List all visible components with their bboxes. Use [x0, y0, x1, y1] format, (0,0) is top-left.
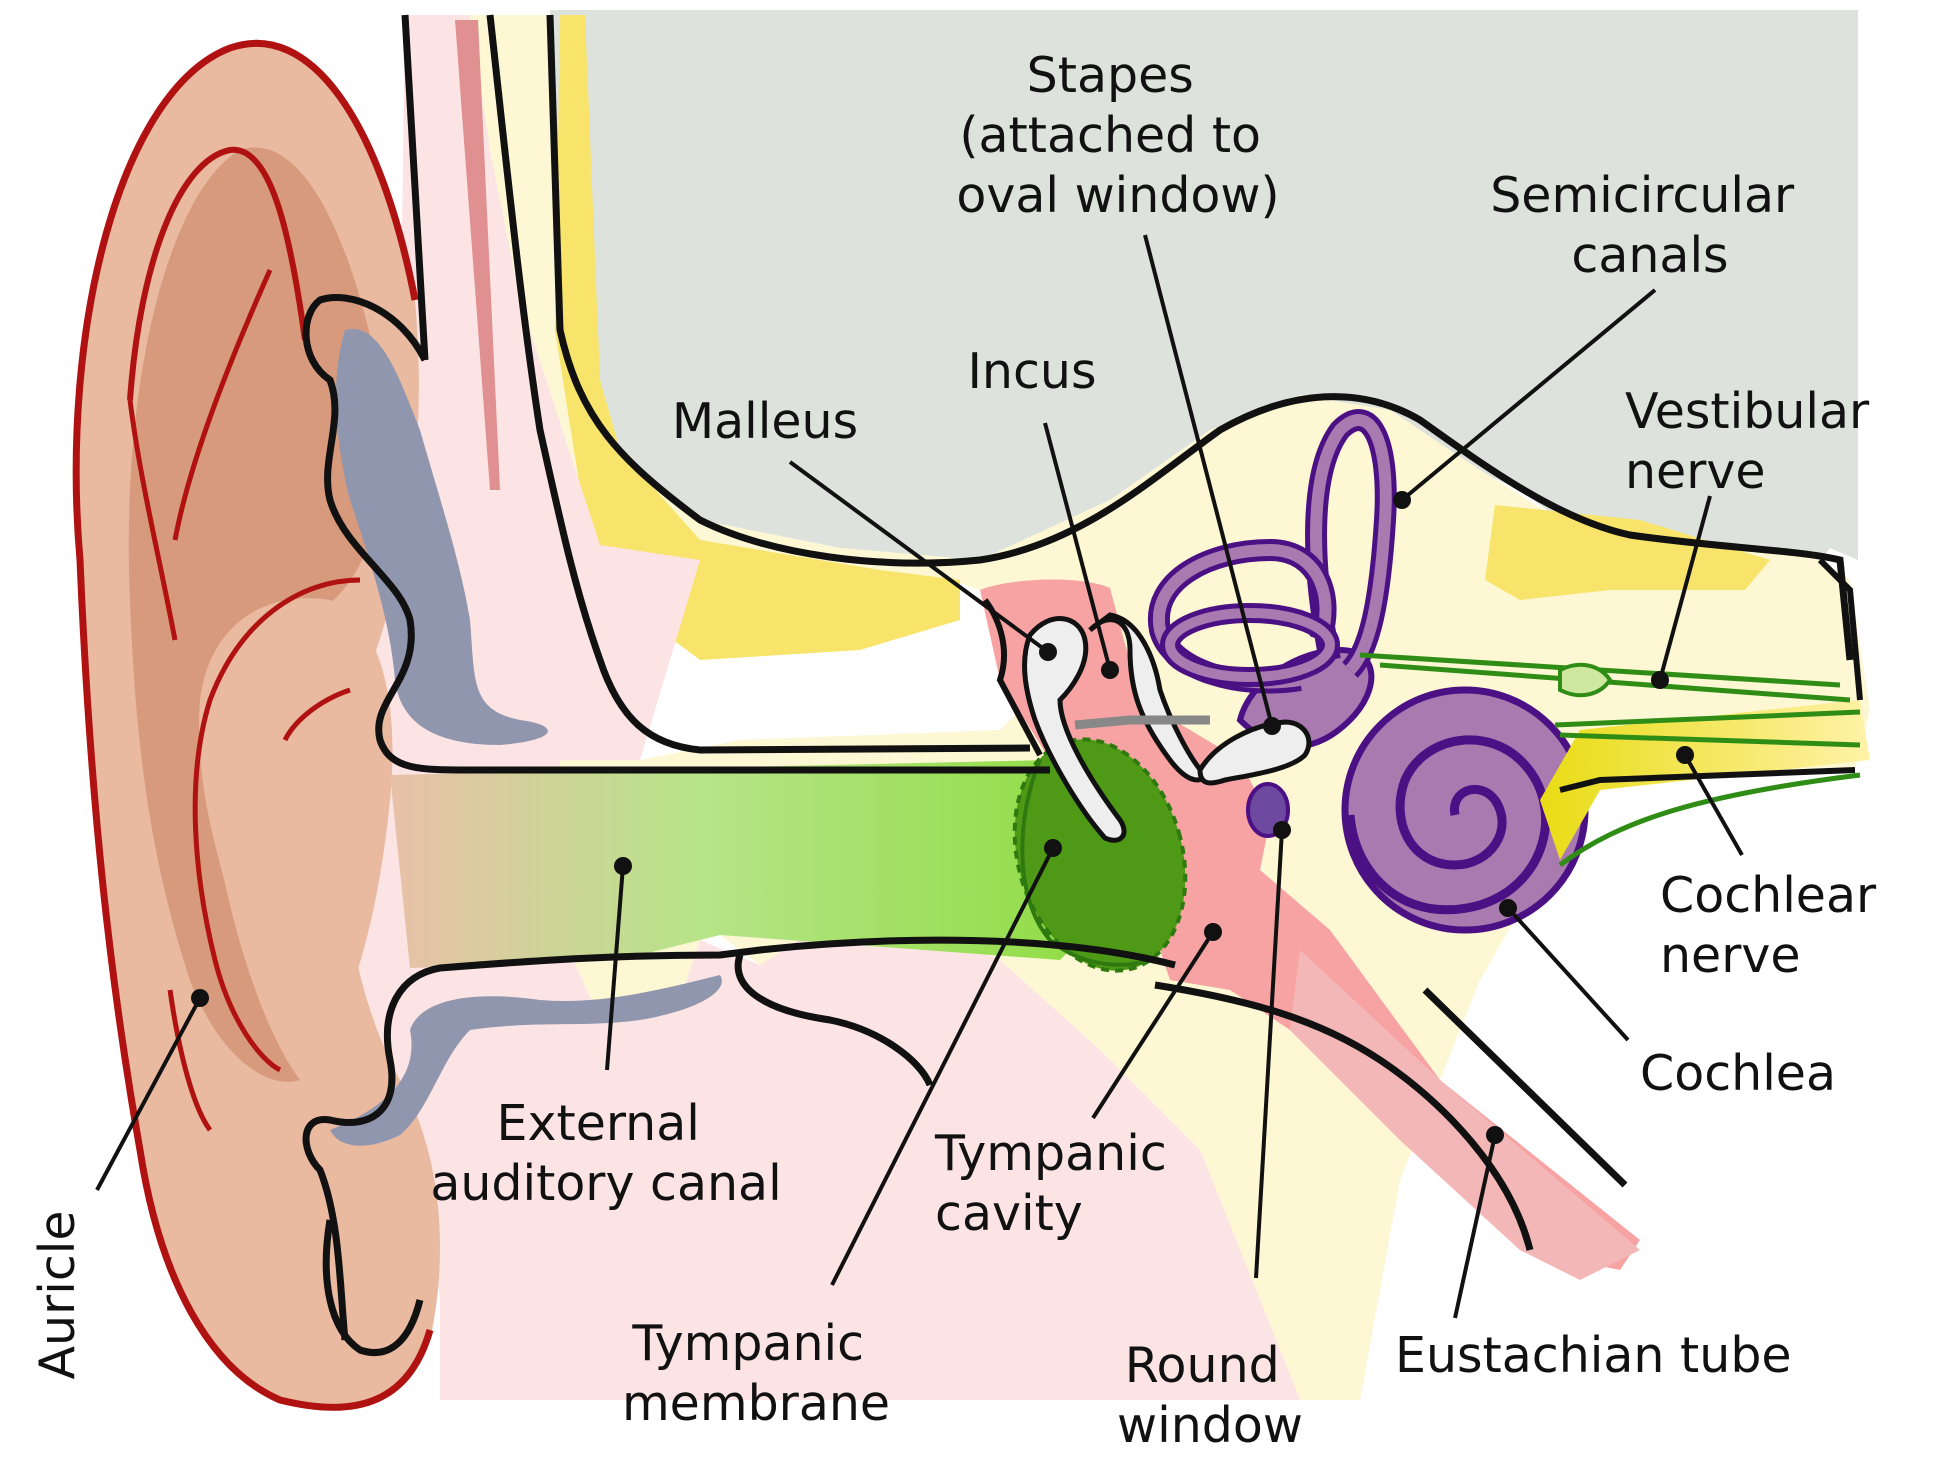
skull-cavity: [550, 10, 1858, 560]
label-round-window: Round window: [1117, 1337, 1303, 1454]
malleus-shape: [1022, 616, 1127, 843]
leader-semicircular: [1400, 288, 1657, 502]
dot-cochlea: [1499, 899, 1517, 917]
leader-cochlear-nerve: [1683, 754, 1744, 856]
yellow-bone-patch-right: [1485, 505, 1770, 600]
auricle-inner-line-5: [282, 687, 351, 742]
leader-external-canal: [605, 865, 625, 1071]
dot-malleus: [1039, 643, 1057, 661]
dot-cochlear-nerve: [1676, 746, 1694, 764]
dot-tympanic-membrane: [1044, 839, 1062, 857]
cochlea-spiral: [1345, 735, 1551, 915]
yellow-bone-marrow: [555, 15, 960, 660]
leader-tympanic-cavity: [1091, 930, 1215, 1120]
muscle-stripe: [455, 20, 500, 490]
dot-round-window: [1273, 821, 1291, 839]
leader-malleus: [788, 460, 1050, 654]
tympanic-membrane-solid-edge: [1020, 759, 1151, 967]
outline-upper-skull: [546, 14, 1854, 661]
label-cochlear-nerve: Cochlear nerve: [1660, 867, 1892, 984]
leader-eustachian: [1453, 1134, 1497, 1319]
leader-tympanic-membrane: [830, 847, 1055, 1286]
label-tympanic-cavity: Tympanic cavity: [934, 1125, 1182, 1242]
label-stapes: Stapes (attached to oval window): [956, 47, 1279, 224]
leader-incus: [1043, 422, 1112, 671]
semicircular-canal-lateral-fill: [1165, 608, 1335, 682]
label-malleus: Malleus: [672, 393, 858, 450]
leader-stapes: [1143, 234, 1274, 727]
outline-inner-bone: [486, 14, 1031, 754]
auricle-inner-line-2: [127, 399, 178, 641]
tensor-tendon: [1074, 715, 1210, 730]
dot-semicircular: [1393, 491, 1411, 509]
outline-vestibule-roof: [1559, 557, 1863, 793]
label-eustachian-tube: Eustachian tube: [1395, 1327, 1792, 1384]
dot-auricle: [191, 989, 209, 1007]
label-incus: Incus: [967, 343, 1096, 400]
temporal-bone: [470, 15, 1870, 1400]
outline-eustachian-upper: [1154, 981, 1534, 1251]
auricle-inner-line-4: [192, 577, 361, 1073]
tympanic-membrane-shape: [1012, 737, 1188, 973]
semicircular-canal-superior-fill: [1310, 414, 1392, 675]
dot-tympanic-cavity: [1204, 923, 1222, 941]
auricle-inner-line-3: [172, 268, 273, 541]
label-external-auditory-canal: External auditory canal: [430, 1095, 781, 1212]
cochlear-nerve-bundle: [1540, 700, 1870, 860]
leader-round-window: [1254, 829, 1284, 1279]
dot-vestibular: [1651, 671, 1669, 689]
soft-tissue: [330, 15, 1300, 1400]
leader-auricle: [95, 997, 202, 1191]
stapes-shape: [1197, 719, 1312, 786]
dot-eustachian: [1486, 1126, 1504, 1144]
outline-canal-floor-inner: [734, 953, 934, 1087]
dot-incus: [1101, 661, 1119, 679]
leader-cochlea: [1506, 906, 1630, 1042]
vestibular-ganglion: [1558, 662, 1613, 698]
label-vestibular-nerve: Vestibular nerve: [1625, 383, 1885, 500]
label-auricle: Auricle: [29, 1210, 86, 1379]
auricle-inner-lobe: [199, 598, 393, 1040]
eustachian-tube-lining: [1290, 950, 1640, 1280]
auricle-inner-line-1: [127, 146, 308, 401]
label-semicircular-canals: Semicircular canals: [1490, 167, 1810, 284]
ear-canal: [390, 760, 1070, 968]
cartilage-lower: [330, 975, 722, 1146]
tympanic-cavity-region: [980, 579, 1640, 1270]
label-cochlea: Cochlea: [1640, 1045, 1836, 1102]
incus-shape: [1088, 612, 1209, 783]
outline-lobe-left: [322, 1219, 424, 1357]
outline-pinna-attach-upper: [302, 14, 1050, 774]
auricle-outline: [72, 39, 434, 1411]
auricle-inner-line-6: [167, 989, 213, 1132]
outline-canal-floor: [302, 936, 1176, 1341]
label-tympanic-membrane: Tympanic membrane: [622, 1315, 890, 1432]
cartilage-upper: [335, 328, 548, 745]
leader-vestibular: [1658, 495, 1712, 681]
dot-external-canal: [614, 857, 632, 875]
dot-stapes: [1263, 717, 1281, 735]
outline-eustachian-lower: [1422, 987, 1628, 1188]
leader-lines: [95, 234, 1744, 1319]
